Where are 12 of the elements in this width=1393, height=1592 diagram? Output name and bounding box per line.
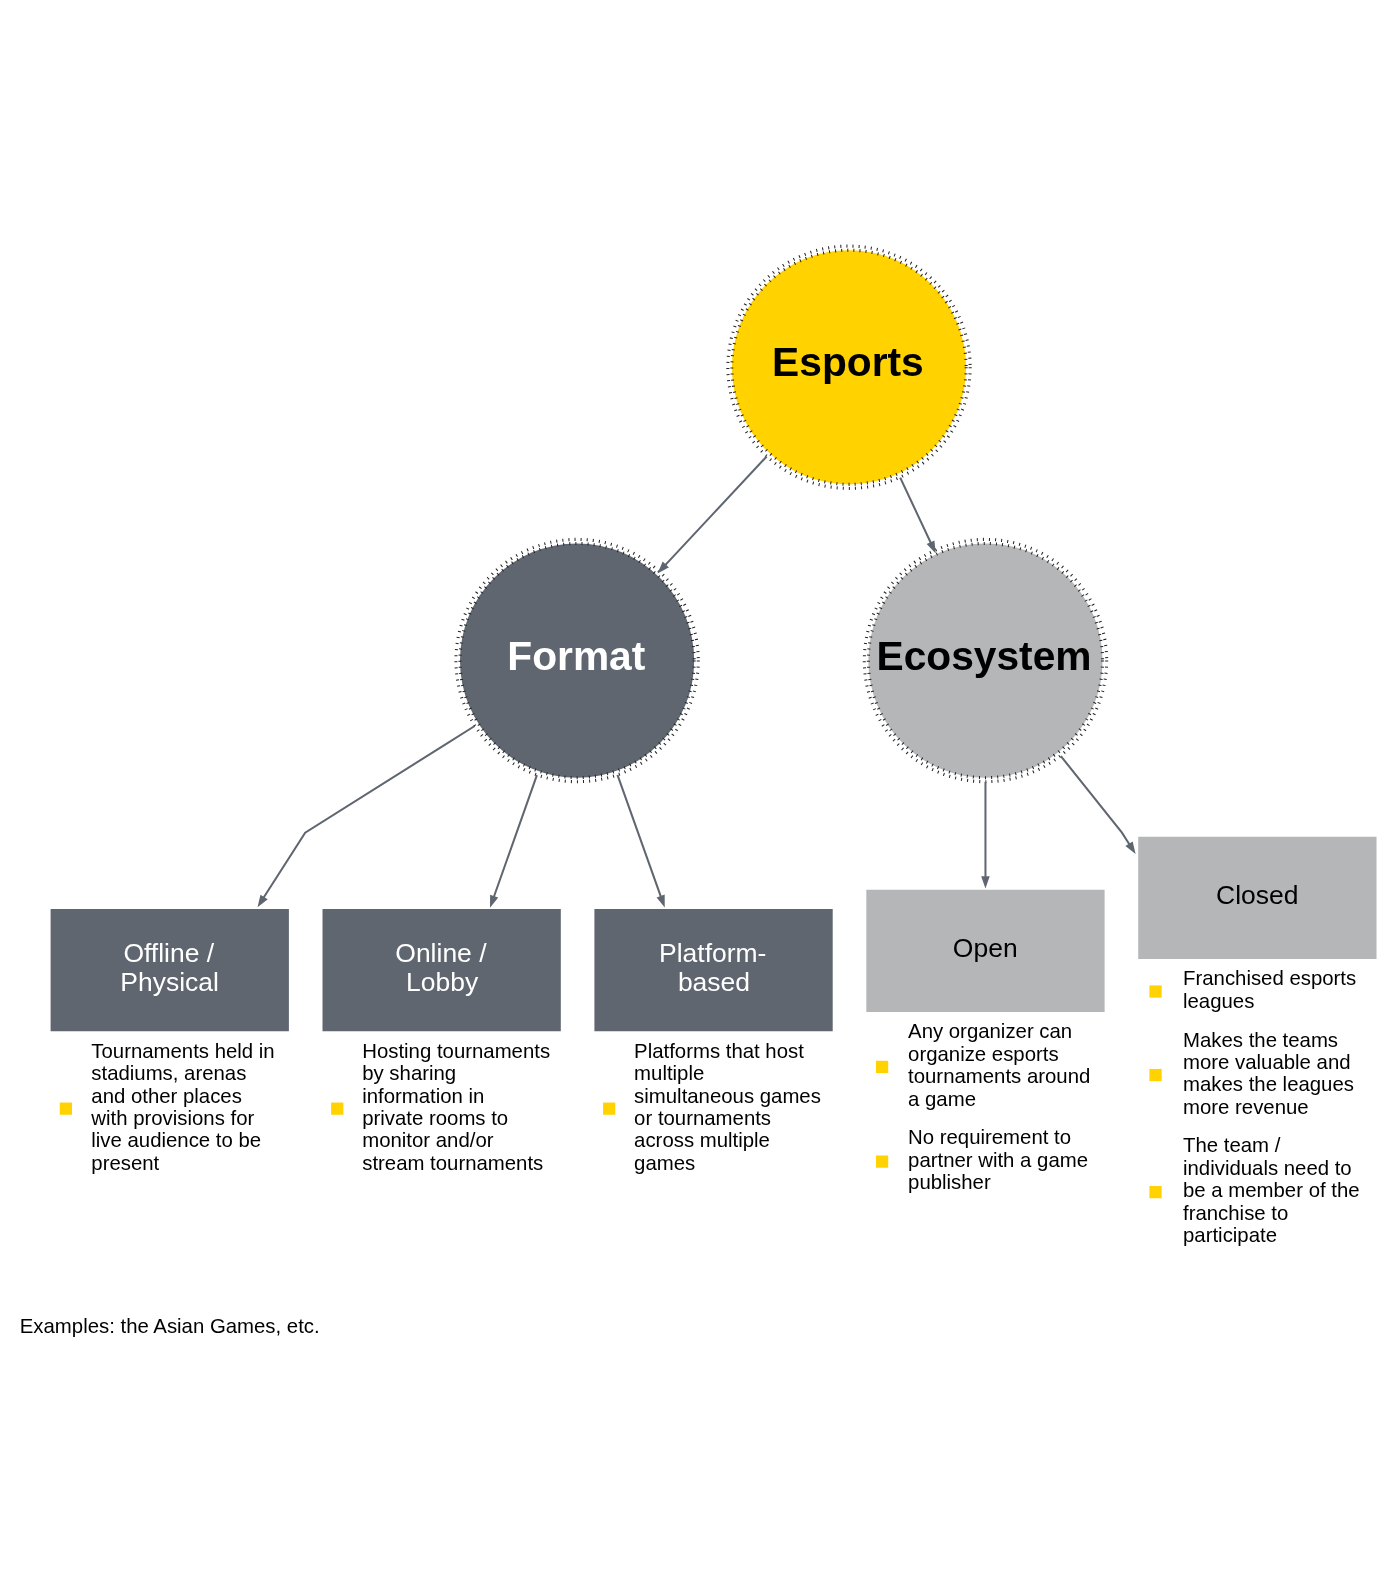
arrow [616, 774, 665, 908]
arrow [657, 455, 768, 574]
arrow [899, 477, 936, 554]
label: Examples: the Asian Games, etc. [19, 1314, 320, 1337]
node-circle: Format [454, 537, 700, 784]
node-label: publisher [908, 1171, 991, 1194]
node-label: franchise to participate [1183, 1201, 1289, 1247]
arrow [981, 781, 990, 889]
arrow [490, 774, 538, 908]
arrow [257, 725, 476, 908]
node-circle: Esports [726, 244, 972, 490]
arrow [1060, 755, 1136, 855]
